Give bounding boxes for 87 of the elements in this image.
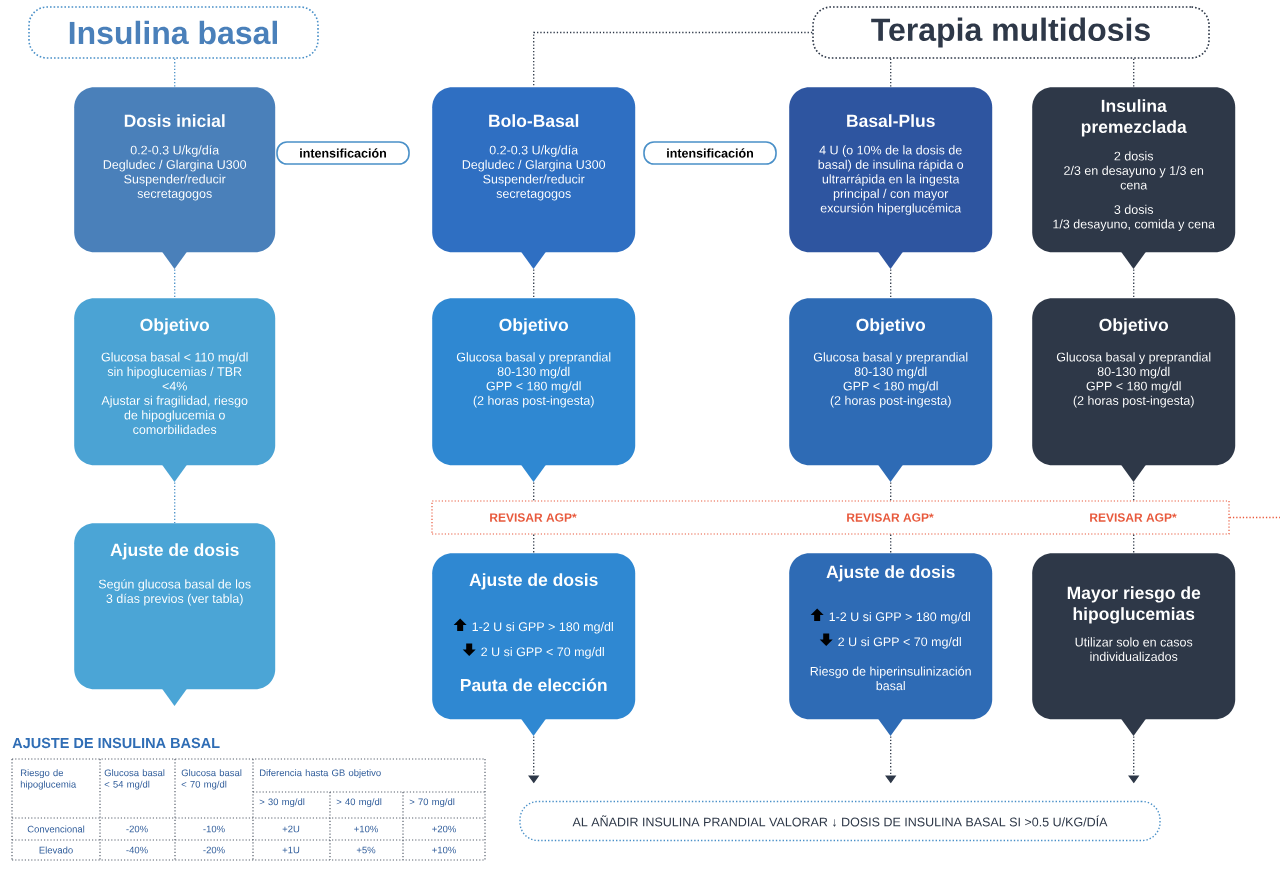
flow-box: Basal-Plus 4 U (o 10% de la dosis de basal) de insulina rápida o ultrarrápida en la ingesta principal / con mayor excursión hiperglucémica (789, 87, 993, 253)
node-label: Bolo-Basal (489, 114, 579, 128)
title-box: Insulina basal (28, 6, 319, 59)
node-label: Objetivo (1099, 318, 1169, 335)
flow-box: Ajuste de dosis Según glucosa basal de los 3 días previos (ver tabla) (74, 523, 276, 690)
connector-line (533, 268, 535, 299)
table-cell: Convencional (27, 825, 85, 833)
table-cell: -10% (203, 825, 225, 833)
table-cell: -20% (126, 825, 148, 833)
table-title: AJUSTE DE INSULINA BASAL (12, 737, 220, 749)
connector-line (533, 481, 535, 502)
table-cell: -40% (126, 846, 148, 854)
node-label: 0.2-0.3 U/kg/día (130, 145, 220, 157)
node-label: 0.2-0.3 U/kg/día (489, 145, 579, 157)
node-label: Riesgo de hiperinsulinización basal (810, 666, 971, 691)
node-label: Ajuste de dosis (469, 573, 598, 590)
table-header: Riesgo de hipoglucemia (20, 769, 77, 790)
tag-pill: intensificación (643, 141, 777, 165)
node-label: 2/3 en desayuno y 1/3 en cena (1064, 165, 1204, 190)
table-header: Glucosa basal < 70 mg/dl (181, 769, 242, 790)
table-header: > 30 mg/dl (259, 798, 305, 808)
connector-line (174, 481, 176, 524)
node-label: Pauta de elección (460, 678, 607, 692)
title-box: Terapia multidosis (812, 6, 1210, 59)
note-pill: AL AÑADIR INSULINA PRANDIAL VALORAR ↓ DOSIS DE INSULINA BASAL SI >0.5 U/KG/DÍA (519, 800, 1161, 842)
connector-line (174, 268, 176, 299)
connector-line (1133, 58, 1135, 88)
table-cell: +10% (432, 846, 456, 854)
flow-box: Objetivo Glucosa basal < 110 mg/dl sin hipoglucemias / TBR <4% Ajustar si fragilidad, riesgo de hipoglucemia o comorbilidades (74, 298, 276, 466)
flow-box: Dosis inicial 0.2-0.3 U/kg/día Degludec / Glargina U300 Suspender/reducir secretagogos (74, 87, 276, 253)
table-cell: +10% (354, 825, 378, 833)
table-header: Glucosa basal < 54 mg/dl (104, 769, 165, 790)
table-header: > 40 mg/dl (336, 798, 382, 808)
node-label: GPP < 180 mg/dl (843, 381, 938, 393)
connector-line (533, 31, 813, 88)
node-label: Degludec / Glargina U300 (103, 159, 247, 172)
node-label: 2 dosis (1114, 151, 1154, 161)
node-label: (2 horas post-ingesta) (1073, 395, 1194, 408)
node-label: 1/3 desayuno, comida y cena (1053, 219, 1215, 231)
connector-line (1133, 481, 1135, 502)
connector-line (890, 268, 892, 299)
node-label: Objetivo (499, 318, 569, 335)
tag-pill: intensificación (276, 141, 410, 165)
node-label: 1-2 U si GPP > 180 mg/dl (472, 621, 613, 634)
node-label: Suspender/reducir secretagogos (483, 174, 585, 201)
connector-line (533, 533, 535, 554)
node-label: (2 horas post-ingesta) (473, 395, 594, 408)
node-label: Objetivo (856, 318, 926, 335)
flow-box: Insulina premezclada 2 dosis 2/3 en desayuno y 1/3 en cena 3 dosis 1/3 desayuno, comida y cena (1032, 87, 1236, 253)
table-header: Diferencia hasta GB objetivo (260, 769, 381, 779)
table-cell: +1U (282, 846, 300, 854)
connector-line (1133, 533, 1135, 554)
table-header: > 70 mg/dl (409, 798, 455, 808)
flow-box: Objetivo Glucosa basal y preprandial 80-130 mg/dl GPP < 180 mg/dl (2 horas post-ingesta) (432, 298, 636, 466)
table-cell: +5% (356, 846, 376, 854)
node-label: 3 dosis (1114, 204, 1154, 214)
flow-box: Objetivo Glucosa basal y preprandial 80-130 mg/dl GPP < 180 mg/dl (2 horas post-ingesta) (1032, 298, 1236, 466)
node-label: Insulina premezclada (1081, 99, 1187, 137)
node-label: Ajuste de dosis (826, 565, 955, 582)
flow-box: Ajuste de dosis 1-2 U si GPP > 180 mg/dl 2 U si GPP < 70 mg/dl Pauta de elección (432, 553, 636, 720)
node-label: 1-2 U si GPP > 180 mg/dl (829, 611, 970, 624)
table-cell: Elevado (39, 846, 73, 854)
connector-line (1228, 516, 1280, 519)
table-cell: -20% (203, 846, 225, 854)
connector-line (890, 533, 892, 554)
review-band: REVISAR AGP* REVISAR AGP* REVISAR AGP* (431, 500, 1230, 535)
flow-box: Objetivo Glucosa basal y preprandial 80-130 mg/dl GPP < 180 mg/dl (2 horas post-ingesta) (789, 298, 993, 466)
node-label: Glucosa basal y preprandial 80-130 mg/dl (813, 352, 968, 379)
node-label: GPP < 180 mg/dl (1086, 381, 1181, 393)
node-label: Dosis inicial (124, 114, 225, 128)
node-label: Glucosa basal y preprandial 80-130 mg/dl (456, 352, 611, 379)
connector-line (1133, 268, 1135, 299)
flow-box: Ajuste de dosis 1-2 U si GPP > 180 mg/dl 2 U si GPP < 70 mg/dl Riesgo de hiperinsulinización basal (789, 553, 993, 720)
node-label: 2 U si GPP < 70 mg/dl (481, 647, 604, 659)
node-label: Suspender/reducir secretagogos (124, 174, 226, 201)
flow-box: Mayor riesgo de hipoglucemias Utilizar solo en casos individualizados (1032, 553, 1236, 720)
node-label: Glucosa basal y preprandial 80-130 mg/dl (1056, 352, 1211, 379)
table-cell: +20% (432, 825, 456, 833)
flow-box: Bolo-Basal 0.2-0.3 U/kg/día Degludec / Glargina U300 Suspender/reducir secretagogos (432, 87, 636, 253)
connector-line (890, 481, 892, 502)
node-label: Degludec / Glargina U300 (462, 159, 606, 172)
connector-line (890, 58, 892, 88)
table-cell: +2U (282, 825, 300, 833)
connector-line (174, 58, 176, 88)
node-label: (2 horas post-ingesta) (830, 395, 951, 408)
node-label: GPP < 180 mg/dl (486, 381, 581, 393)
node-label: 2 U si GPP < 70 mg/dl (838, 637, 961, 649)
